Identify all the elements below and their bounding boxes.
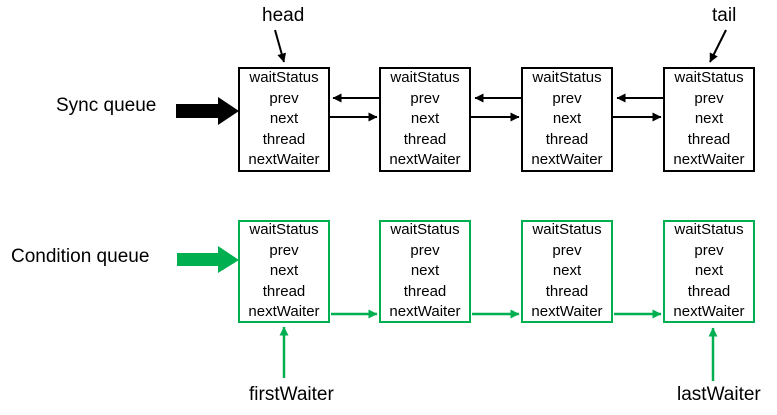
node-field-waitstatus: waitStatus [532,69,602,87]
node-field-prev: prev [552,89,582,107]
node-field-prev: prev [410,241,440,259]
node-field-waitstatus: waitStatus [532,221,602,239]
head-pointer-arrow [274,29,287,63]
condition-node-4: waitStatus prev next thread nextWaiter [663,220,755,323]
node-field-thread: thread [403,130,447,148]
condition-queue-block-arrow [177,246,239,273]
node-field-next: next [552,262,582,280]
condition-node-3: waitStatus prev next thread nextWaiter [521,220,613,323]
node-field-waitstatus: waitStatus [390,221,460,239]
node-field-prev: prev [410,89,440,107]
tail-label: tail [712,5,737,26]
node-field-prev: prev [269,89,299,107]
node-field-next: next [694,262,724,280]
firstwaiter-label: firstWaiter [249,384,334,405]
node-field-waitstatus: waitStatus [390,69,460,87]
node-field-next: next [552,110,582,128]
head-label: head [262,5,305,26]
node-field-nextwaiter: nextWaiter [248,303,320,321]
condition-node-1: waitStatus prev next thread nextWaiter [238,220,330,323]
sync-node-1: waitStatus prev next thread nextWaiter [238,67,330,172]
node-field-waitstatus: waitStatus [249,221,319,239]
node-field-next: next [410,262,440,280]
lastwaiter-label: lastWaiter [677,384,761,405]
node-field-thread: thread [262,130,306,148]
node-field-nextwaiter: nextWaiter [389,303,461,321]
node-field-waitstatus: waitStatus [249,69,319,87]
node-field-nextwaiter: nextWaiter [389,151,461,169]
condition-queue-label: Condition queue [11,246,150,267]
node-field-next: next [410,110,440,128]
node-field-thread: thread [687,282,731,300]
sync-queue-label: Sync queue [56,95,157,116]
node-field-thread: thread [403,282,447,300]
node-field-nextwaiter: nextWaiter [531,303,603,321]
node-field-thread: thread [545,282,589,300]
node-field-next: next [269,262,299,280]
node-field-prev: prev [694,241,724,259]
node-field-waitstatus: waitStatus [674,69,744,87]
node-field-prev: prev [694,89,724,107]
node-field-prev: prev [552,241,582,259]
node-field-nextwaiter: nextWaiter [673,151,745,169]
node-field-nextwaiter: nextWaiter [531,151,603,169]
sync-node-2: waitStatus prev next thread nextWaiter [379,67,471,172]
sync-queue-block-arrow [176,97,239,125]
node-field-nextwaiter: nextWaiter [673,303,745,321]
node-field-next: next [694,110,724,128]
node-field-prev: prev [269,241,299,259]
sync-node-4: waitStatus prev next thread nextWaiter [663,67,755,172]
node-field-thread: thread [687,130,731,148]
condition-node-2: waitStatus prev next thread nextWaiter [379,220,471,323]
node-field-nextwaiter: nextWaiter [248,151,320,169]
node-field-next: next [269,110,299,128]
tail-pointer-arrow [709,29,727,63]
node-field-waitstatus: waitStatus [674,221,744,239]
node-field-thread: thread [545,130,589,148]
node-field-thread: thread [262,282,306,300]
sync-node-3: waitStatus prev next thread nextWaiter [521,67,613,172]
